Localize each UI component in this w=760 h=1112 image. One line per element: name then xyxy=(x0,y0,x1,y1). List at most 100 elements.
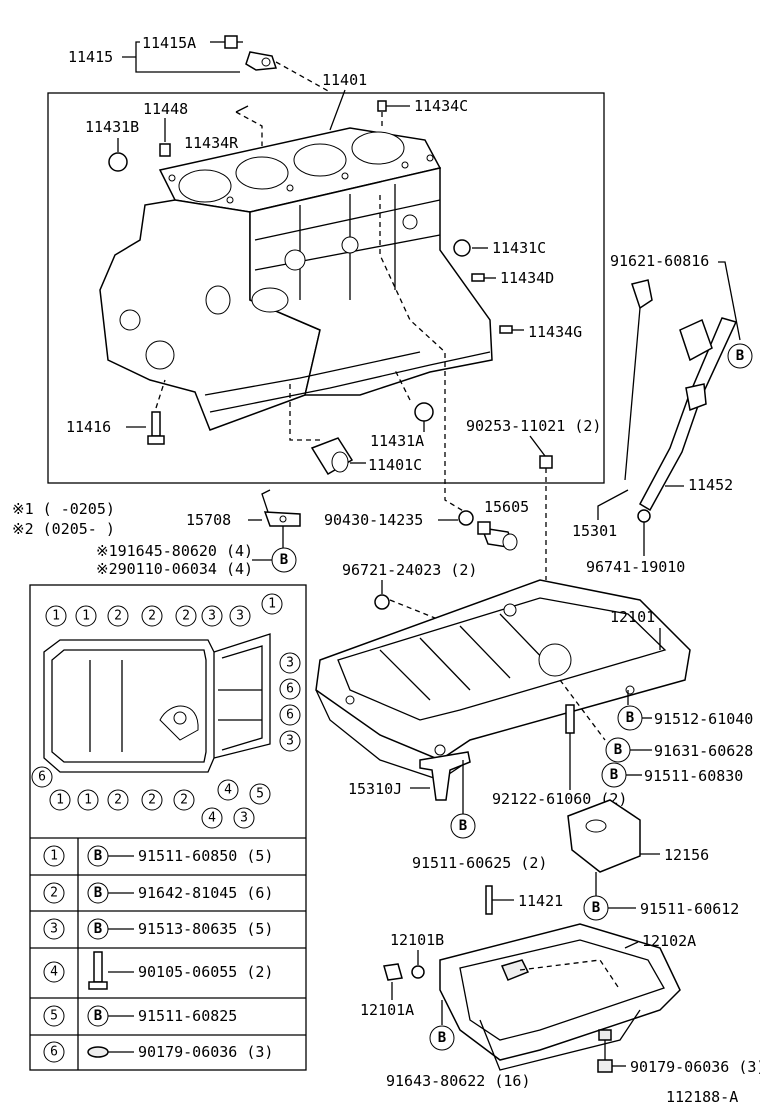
svg-text:6: 6 xyxy=(38,770,46,785)
part-12101-oil-pan-no1 xyxy=(315,579,691,781)
svg-text:6: 6 xyxy=(50,1045,58,1060)
callout-bottom-5 xyxy=(173,789,195,811)
svg-text:2: 2 xyxy=(182,609,190,624)
callout-top-7 xyxy=(229,605,251,627)
label-191645: ※191645-80620 (4) xyxy=(96,542,253,560)
svg-text:5: 5 xyxy=(256,787,264,802)
label-11448: 11448 xyxy=(143,100,188,118)
callout-right-3 xyxy=(279,704,301,726)
label-12101a: 12101A xyxy=(360,1001,414,1019)
bolt-icon xyxy=(88,951,108,990)
label-11452: 11452 xyxy=(688,476,733,494)
svg-text:4: 4 xyxy=(224,783,232,798)
callout-top-1 xyxy=(45,605,67,627)
legend-row-5: 5 B 91511-60825 xyxy=(43,1005,237,1027)
part-11401-cylinder-block xyxy=(99,127,493,431)
label-11416: 11416 xyxy=(66,418,111,436)
label-11434d: 11434D xyxy=(500,269,554,287)
svg-text:1: 1 xyxy=(268,597,276,612)
callout-bottom-3 xyxy=(107,789,129,811)
part-11431c-plug xyxy=(453,239,471,257)
part-12101a-drain-plug xyxy=(383,963,403,981)
label-12101b: 12101B xyxy=(390,931,444,949)
svg-text:91511-60825: 91511-60825 xyxy=(138,1007,237,1025)
svg-text:2: 2 xyxy=(114,609,122,624)
callout-top-3 xyxy=(107,605,129,627)
part-96721-o-ring xyxy=(374,594,390,610)
svg-text:B: B xyxy=(94,848,102,864)
callout-11415: 11415 11415A xyxy=(68,34,331,93)
label-90430: 90430-14235 xyxy=(324,511,423,529)
part-11452-gauge-guide xyxy=(639,317,738,512)
b-marker-91511-612-text: B xyxy=(592,900,600,916)
note-1: ※1 ( -0205) xyxy=(12,500,115,518)
svg-text:2: 2 xyxy=(114,793,122,808)
part-90253-pin xyxy=(539,455,553,469)
part-15605-relief-valve xyxy=(477,521,518,551)
svg-text:3: 3 xyxy=(208,609,216,624)
callout-bottom-8 xyxy=(201,807,223,829)
svg-text:3: 3 xyxy=(286,656,294,671)
b-marker-91621 xyxy=(727,343,753,369)
callout-right-4 xyxy=(279,730,301,752)
label-92122: 92122-61060 (2) xyxy=(492,790,627,808)
part-90179-washer xyxy=(598,1029,612,1041)
svg-text:2: 2 xyxy=(180,793,188,808)
callout-left-1 xyxy=(31,766,53,788)
b-marker-91621-text: B xyxy=(736,348,744,364)
svg-text:1: 1 xyxy=(82,609,90,624)
svg-text:2: 2 xyxy=(148,793,156,808)
callout-bottom-6 xyxy=(217,779,239,801)
callout-top-6 xyxy=(201,605,223,627)
svg-text:2: 2 xyxy=(50,886,58,901)
label-91621: 91621-60816 xyxy=(610,252,709,270)
note-2: ※2 (0205- ) xyxy=(12,520,115,538)
label-91511-830: 91511-60830 xyxy=(644,767,743,785)
label-11401c: 11401C xyxy=(368,456,422,474)
label-11401: 11401 xyxy=(322,71,367,89)
svg-text:B: B xyxy=(94,885,102,901)
callout-top-5 xyxy=(175,605,197,627)
label-11421: 11421 xyxy=(518,892,563,910)
label-91512: 91512-61040 xyxy=(654,710,753,728)
label-15605: 15605 xyxy=(484,498,529,516)
svg-text:3: 3 xyxy=(286,734,294,749)
part-96741-o-ring xyxy=(637,509,651,523)
part-15708-oil-jet xyxy=(261,489,301,527)
svg-text:B: B xyxy=(94,1008,102,1024)
label-15310j: 15310J xyxy=(348,780,402,798)
legend-row-4: 4 90105-06055 (2) xyxy=(43,951,273,990)
callout-top-4 xyxy=(141,605,163,627)
label-11415a: 11415A xyxy=(142,34,196,52)
part-11401c-bushing xyxy=(310,437,354,476)
label-11434r: 11434R xyxy=(184,134,239,152)
svg-text:3: 3 xyxy=(240,811,248,826)
svg-text:B: B xyxy=(94,921,102,937)
part-11434g-pin xyxy=(499,325,513,334)
svg-text:91511-60850 (5): 91511-60850 (5) xyxy=(138,847,273,865)
callout-bottom-1 xyxy=(49,789,71,811)
label-12101: 12101 xyxy=(610,608,655,626)
callout-right-1 xyxy=(279,652,301,674)
callout-bottom-9 xyxy=(249,783,271,805)
svg-text:1: 1 xyxy=(84,793,92,808)
callout-bottom-2 xyxy=(77,789,99,811)
part-92122-stud xyxy=(565,704,575,734)
label-90253: 90253-11021 (2) xyxy=(466,417,601,435)
part-11431b-plug xyxy=(108,152,128,172)
label-11434g: 11434G xyxy=(528,323,582,341)
b-marker-91512-text: B xyxy=(626,710,634,726)
label-11431b: 11431B xyxy=(85,118,139,136)
label-91643: 91643-80622 (16) xyxy=(386,1072,531,1090)
cylinder-block-frame xyxy=(47,92,605,484)
b-marker-91511-625 xyxy=(450,813,476,839)
part-11421-stud xyxy=(485,885,493,915)
part-15301-oil-level-gauge xyxy=(624,279,653,481)
label-11434c: 11434C xyxy=(414,97,468,115)
callout-top-2 xyxy=(75,605,97,627)
svg-text:1: 1 xyxy=(50,849,58,864)
part-11434c-pin xyxy=(377,100,387,112)
label-91631: 91631-60628 xyxy=(654,742,753,760)
b-marker-91643-text: B xyxy=(438,1030,446,1046)
